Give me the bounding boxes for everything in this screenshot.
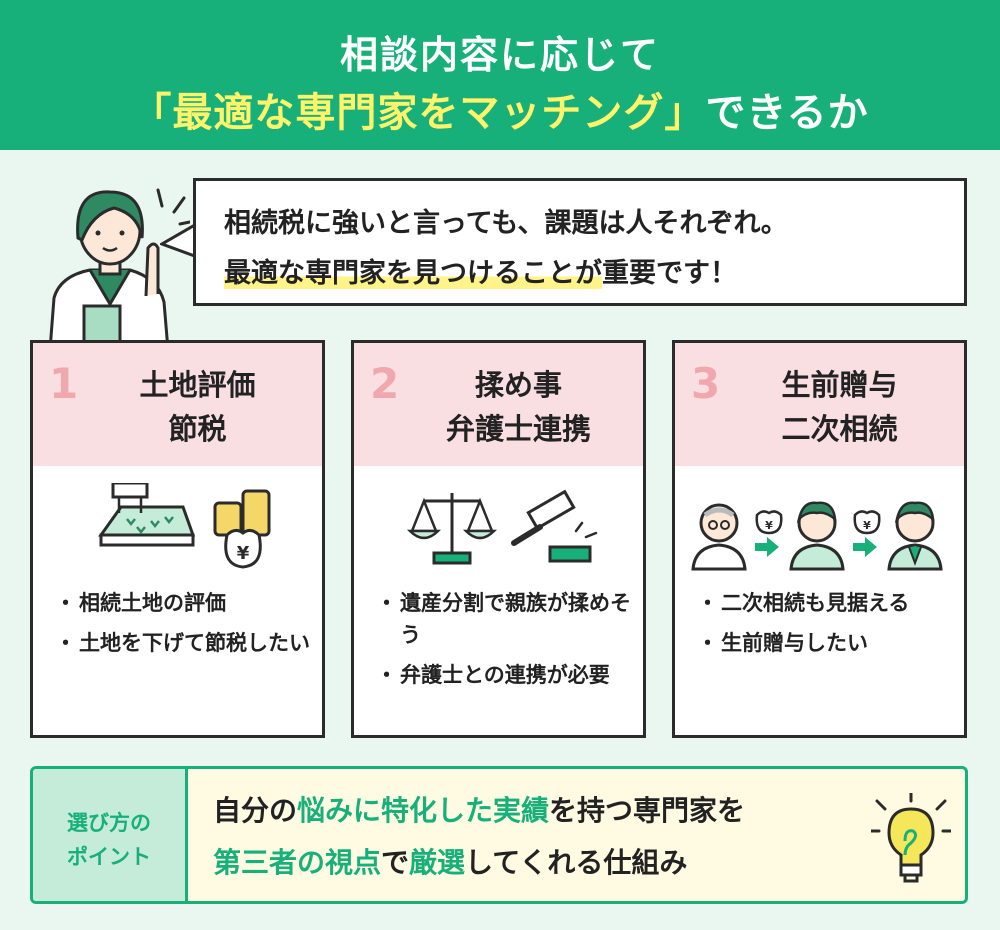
point-tag-line2: ポイント	[67, 845, 151, 869]
card-bullet: 生前贈与したい	[697, 627, 956, 659]
speech-bubble-tail	[160, 222, 200, 260]
scales-of-justice-icon	[406, 493, 498, 565]
point-tag-line1: 選び方の	[67, 811, 151, 835]
elderly-man-icon	[691, 503, 747, 571]
card-header: 2 揉め事 弁護士連携	[354, 343, 643, 466]
card-disputes: 2 揉め事 弁護士連携 遺産分割で親族が揉めそう 弁護士との連携が必要	[351, 340, 646, 738]
card-bullet: 弁護士との連携が必要	[376, 659, 635, 691]
point-text: 自分の	[213, 794, 298, 827]
arrow-right-icon	[755, 537, 779, 557]
gavel-icon	[511, 489, 598, 563]
arrow-right-icon	[853, 537, 877, 557]
card-bullet: 遺産分割で親族が揉めそう	[376, 587, 635, 651]
header-banner: 相談内容に応じて 「最適な専門家をマッチング」できるか	[0, 0, 1000, 150]
card-title: 生前贈与 二次相続	[715, 363, 964, 451]
header-title-line1: 相談内容に応じて	[339, 33, 660, 77]
card-title: 土地評価 節税	[73, 363, 322, 451]
card-number: 2	[370, 359, 400, 408]
card-header: 3 生前贈与 二次相続	[675, 343, 964, 466]
yen-symbol: ¥	[863, 519, 871, 532]
point-highlight: 悩みに特化した実績	[297, 794, 550, 827]
businessman-icon	[887, 501, 943, 571]
header-highlight: 「最適な専門家をマッチング」	[131, 90, 706, 136]
point-highlight: 第三者の視点	[213, 846, 382, 879]
point-message-line2: 第三者の視点で厳選してくれる仕組み	[213, 841, 687, 881]
card-bullet: 二次相続も見据える	[697, 587, 956, 619]
card-gift-succession: 3 生前贈与 二次相続 ¥ ¥	[672, 340, 967, 738]
card-title-line1: 土地評価	[139, 368, 256, 402]
lightbulb-icon	[871, 793, 951, 883]
speech-line2-rest: 重要です！	[602, 258, 737, 289]
card-header: 1 土地評価 節税	[33, 343, 322, 466]
card-bullets: 二次相続も見据える 生前贈与したい	[697, 587, 956, 667]
speech-line1: 相続税に強いと言っても、課題は人それぞれ。	[224, 208, 788, 239]
card-land-valuation: 1 土地評価 節税 ¥ 相続土地の評価 土地を下げて節税したい	[30, 340, 325, 738]
card-title-line1: 生前贈与	[781, 368, 898, 402]
card-number: 1	[49, 359, 79, 408]
speech-marked-text: 最適な専門家を見つけることが	[224, 258, 602, 289]
point-text: してくれる仕組み	[465, 846, 688, 879]
point-highlight: 厳選	[409, 846, 466, 879]
card-illustration	[406, 489, 598, 565]
money-bag-icon: ¥	[755, 510, 783, 535]
header-title-rest: できるか	[705, 90, 869, 136]
speech-bubble: 相続税に強いと言っても、課題は人それぞれ。 最適な専門家を見つけることが重要です…	[193, 178, 967, 306]
card-bullet: 土地を下げて節税したい	[55, 627, 314, 659]
card-bullets: 相続土地の評価 土地を下げて節税したい	[55, 587, 314, 667]
land-survey-icon	[98, 483, 196, 547]
card-title-line2: 節税	[168, 412, 227, 446]
card-illustration: ¥ ¥	[691, 501, 943, 571]
money-bag-icon: ¥	[853, 510, 881, 535]
point-tag: 選び方の ポイント	[33, 769, 188, 901]
speech-line2: 最適な専門家を見つけることが重要です！	[224, 251, 737, 290]
yen-symbol: ¥	[765, 519, 773, 532]
card-title-line2: 弁護士連携	[445, 412, 591, 446]
header-title-line2: 「最適な専門家をマッチング」できるか	[0, 80, 1000, 138]
woman-pointing-icon	[48, 188, 190, 350]
selection-point-box: 選び方の ポイント 自分の悩みに特化した実績を持つ専門家を 第三者の視点で厳選し…	[30, 766, 968, 904]
card-bullets: 遺産分割で親族が揉めそう 弁護士との連携が必要	[376, 587, 635, 699]
card-title: 揉め事 弁護士連携	[394, 363, 643, 451]
man-icon	[789, 501, 845, 571]
card-title-line2: 二次相続	[781, 412, 898, 446]
point-message-line1: 自分の悩みに特化した実績を持つ専門家を	[213, 789, 745, 829]
money-bag-coins-icon: ¥	[213, 489, 271, 569]
point-text: を持つ専門家を	[549, 794, 746, 827]
card-illustration: ¥	[98, 483, 271, 569]
yen-symbol: ¥	[237, 543, 250, 564]
card-bullet: 相続土地の評価	[55, 587, 314, 619]
point-text: で	[381, 846, 410, 879]
card-title-line1: 揉め事	[474, 368, 562, 402]
card-number: 3	[691, 359, 721, 408]
